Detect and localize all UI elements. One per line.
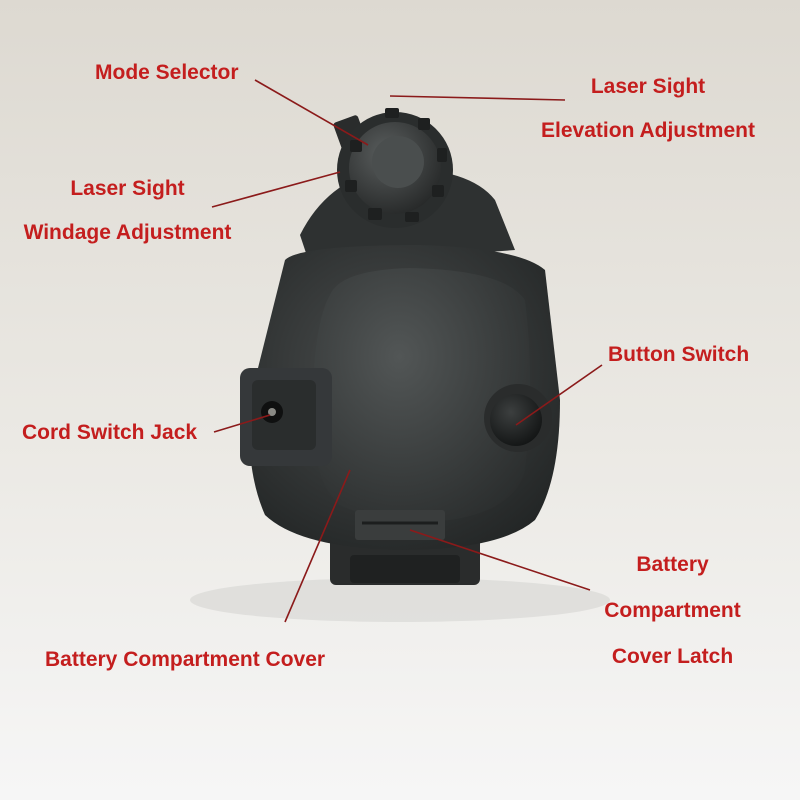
label-line: Cord Switch Jack (22, 421, 198, 444)
label-battery-cover-latch: Battery Compartment Cover Latch (590, 552, 755, 670)
label-windage-adjustment: Laser Sight Windage Adjustment (10, 176, 245, 246)
label-line: Battery (636, 553, 709, 576)
laser-sight-device (240, 108, 560, 585)
label-line: Button Switch (608, 343, 750, 366)
leader-lines (211, 79, 603, 623)
label-line: Battery Compartment Cover (45, 648, 326, 671)
battery-compartment-cover (311, 268, 530, 521)
label-button-switch: Button Switch (608, 342, 749, 368)
adjustment-knob-center (372, 136, 424, 188)
leader-windage (211, 171, 341, 208)
jack-face (252, 380, 316, 450)
label-line: Mode Selector (95, 61, 239, 84)
label-line: Elevation Adjustment (541, 119, 755, 142)
button-switch (490, 394, 542, 446)
label-line: Compartment (604, 599, 741, 622)
jack-pin (268, 408, 276, 416)
label-line: Cover Latch (611, 645, 734, 668)
label-cord-switch-jack: Cord Switch Jack (22, 420, 197, 446)
leader-elevation (389, 95, 566, 101)
leader-button-switch (515, 364, 603, 426)
label-battery-compartment-cover: Battery Compartment Cover (45, 647, 325, 673)
leader-battery-cover (284, 469, 351, 623)
battery-cover-latch (355, 510, 445, 540)
label-line: Laser Sight (70, 177, 185, 200)
label-line: Laser Sight (590, 75, 706, 98)
label-line: Windage Adjustment (23, 221, 232, 244)
rail-mount-step (350, 555, 460, 583)
label-elevation-adjustment: Laser Sight Elevation Adjustment (528, 74, 768, 144)
leader-cover-latch (409, 529, 591, 591)
knob-notches (345, 108, 447, 222)
label-mode-selector: Mode Selector (95, 60, 239, 86)
leader-mode-selector (254, 79, 369, 146)
table-shadow (190, 578, 610, 622)
leader-cord-jack (213, 414, 271, 433)
